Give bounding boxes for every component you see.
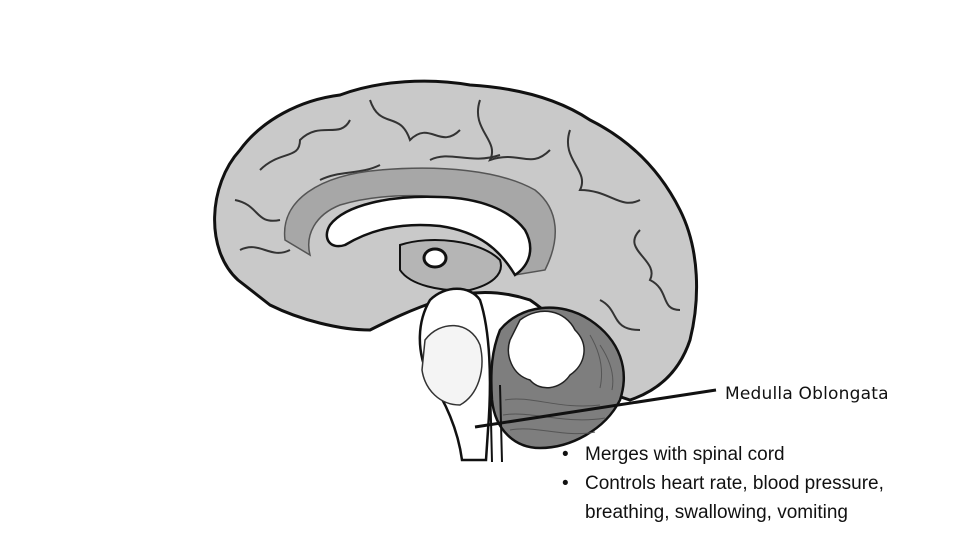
corpus-callosum [325, 195, 532, 277]
cingulate-band [283, 167, 556, 276]
list-item: • Merges with spinal cord [562, 440, 952, 469]
fact-text: Merges with spinal cord [585, 444, 785, 465]
list-item: • Controls heart rate, blood pressure, b… [562, 469, 952, 527]
medulla-oblongata-label: Medulla Oblongata [725, 384, 889, 404]
pons [421, 324, 483, 406]
facts-list: • Merges with spinal cord • Controls hea… [562, 440, 952, 527]
fact-text: Controls heart rate, blood pressure, bre… [585, 473, 884, 523]
cerebellum-folia [502, 334, 614, 435]
gyri-lines [234, 99, 681, 331]
third-ventricle [422, 247, 448, 269]
arbor-vitae [507, 310, 585, 389]
medulla-pointer-line [474, 388, 717, 429]
bullet-icon: • [562, 444, 569, 465]
bullet-icon: • [562, 473, 569, 494]
